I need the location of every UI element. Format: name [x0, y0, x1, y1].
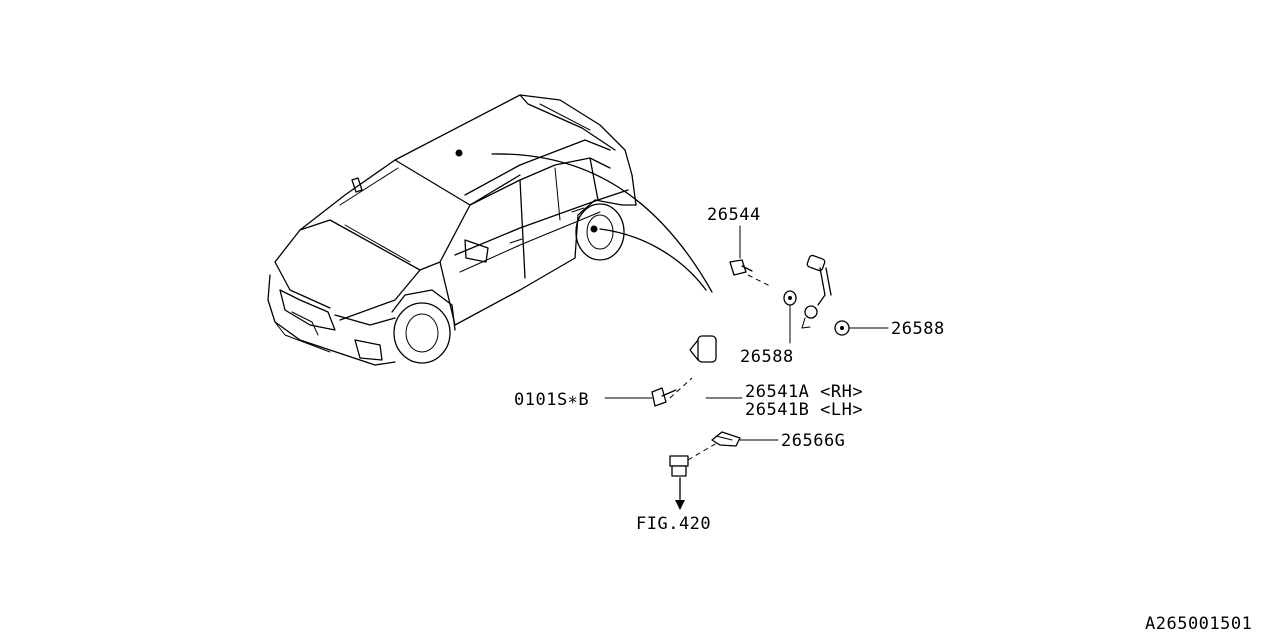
callout-arrow-rear — [599, 228, 707, 291]
washer-center-icon — [783, 290, 797, 306]
dash-clip — [687, 439, 723, 461]
part-label-26566g: 26566G — [781, 431, 845, 451]
part-label-26588-right: 26588 — [891, 319, 945, 339]
rear-hose-location-marker — [590, 225, 598, 233]
front-hose-location-marker — [455, 149, 463, 157]
part-label-0101s-b: 0101S∗B — [514, 390, 589, 410]
dash-bolt-top — [747, 274, 771, 287]
drawing-id: A265001501 — [1145, 614, 1252, 634]
part-label-26588-center: 26588 — [740, 347, 794, 367]
brake-hose-assembly — [669, 254, 832, 510]
figure-reference: FIG.420 — [636, 514, 711, 534]
part-label-26541b: 26541B <LH> — [745, 400, 863, 420]
clip-icon — [711, 431, 741, 447]
bolt-left-icon — [651, 387, 677, 407]
part-label-26541a: 26541A <RH> — [745, 382, 863, 402]
bolt-top-icon — [729, 259, 753, 276]
car-illustration — [267, 94, 637, 366]
callout-arrow-front — [491, 153, 713, 293]
part-label-26544: 26544 — [707, 205, 761, 225]
dash-bolt-left — [669, 377, 693, 399]
washer-right-icon — [834, 320, 850, 336]
